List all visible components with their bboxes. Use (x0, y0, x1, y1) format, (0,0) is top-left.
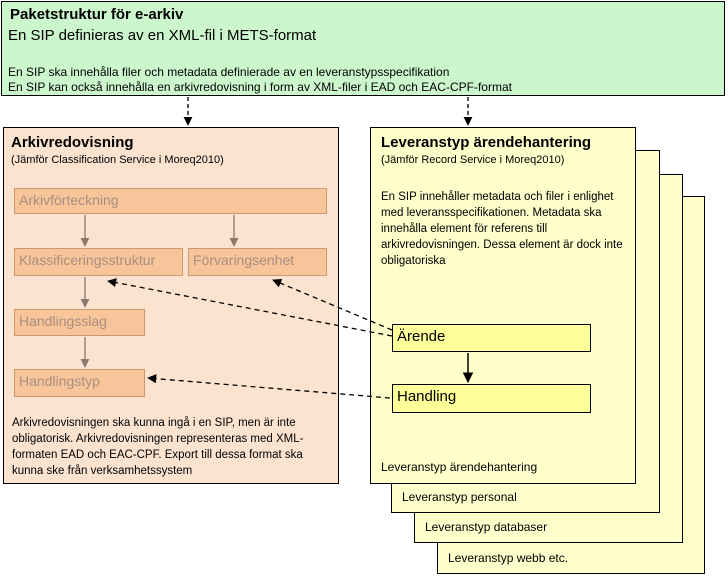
leverans-subtitle: (Jämför Record Service i Moreq2010) (381, 154, 565, 166)
header-subtitle: En SIP definieras av en XML-fil i METS-f… (8, 27, 317, 44)
box-klassificeringsstruktur: Klassificeringsstruktur (14, 248, 183, 276)
ref-handling-to-typ (147, 374, 391, 399)
arkiv-subtitle: (Jämför Classification Service i Moreq20… (11, 154, 224, 166)
header-title: Paketstruktur för e-arkiv (10, 6, 184, 23)
card-leveranstyp-arendehantering: Leveranstyp ärendehantering (Jämför Reco… (370, 127, 636, 484)
arkivredovisning-panel: Arkivredovisning (Jämför Classification … (3, 127, 339, 484)
box-handlingsslag: Handlingsslag (14, 309, 145, 336)
header-line-2: En SIP kan också innehålla en arkivredov… (8, 80, 512, 94)
ref-arende-to-klass (107, 278, 393, 337)
box-arkivforteckning: Arkivförteckning (14, 188, 327, 214)
box-forvaringsenhet: Förvaringsenhet (188, 248, 327, 276)
leverans-description: En SIP innehåller metadata och filer i e… (381, 191, 623, 267)
leverans-title: Leveranstyp ärendehantering (381, 134, 592, 151)
card-label: Leveranstyp databaser (425, 520, 548, 534)
box-handling: Handling (392, 384, 591, 413)
package-structure-header: Paketstruktur för e-arkiv En SIP definie… (1, 1, 725, 96)
arkiv-title: Arkivredovisning (11, 134, 134, 151)
card-label: Leveranstyp ärendehantering (381, 460, 538, 474)
ref-arende-to-forvaring (272, 278, 393, 331)
card-label: Leveranstyp webb etc. (448, 551, 569, 565)
arkiv-note: Arkivredovisningen ska kunna ingå i en S… (12, 417, 304, 477)
header-line-1: En SIP ska innehålla filer och metadata … (8, 65, 450, 79)
box-arende: Ärende (392, 324, 591, 352)
card-label: Leveranstyp personal (402, 490, 517, 504)
box-handlingstyp: Handlingstyp (14, 369, 145, 397)
